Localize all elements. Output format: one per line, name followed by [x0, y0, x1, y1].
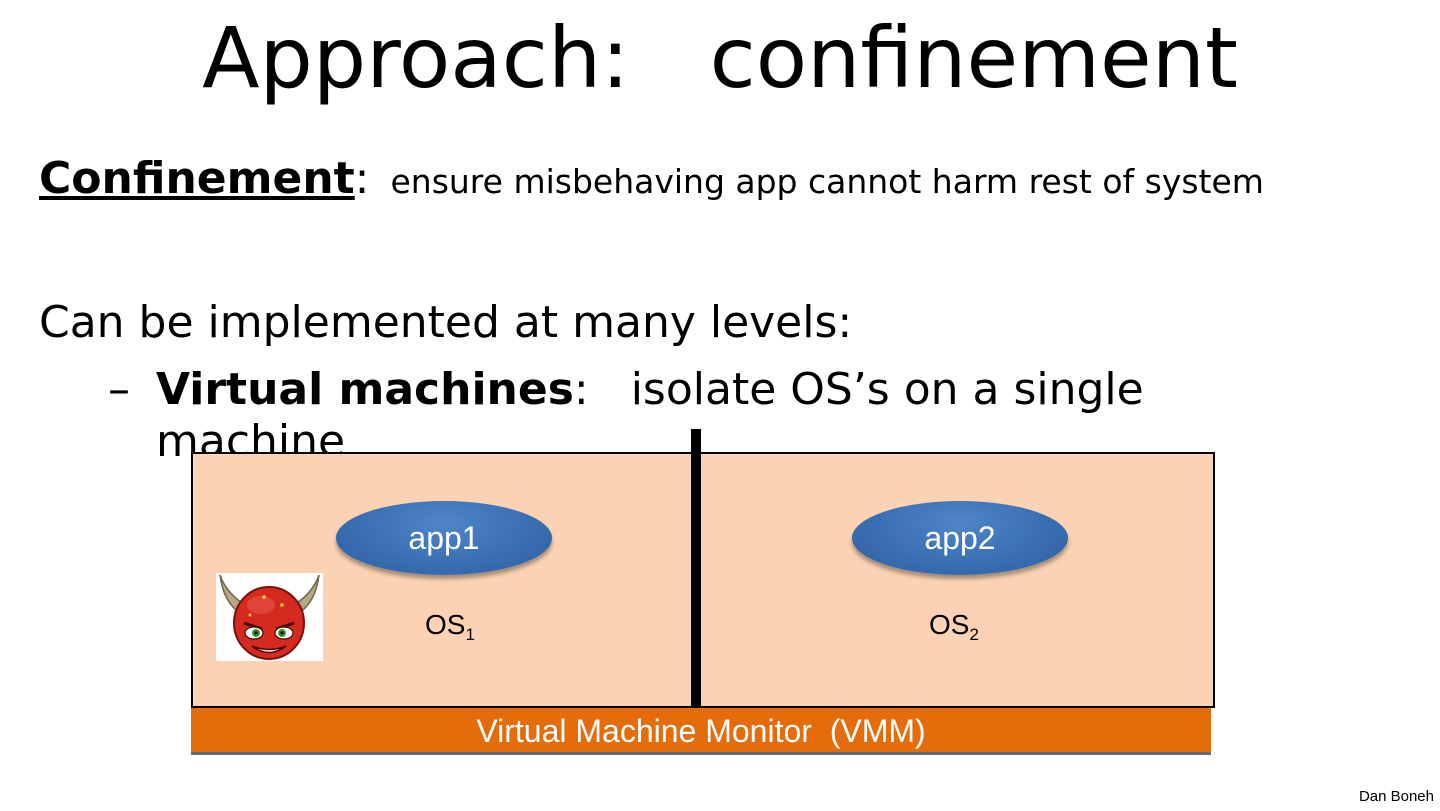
- devil-icon: [216, 573, 323, 661]
- definition-colon: :: [354, 153, 370, 204]
- confinement-definition: Confinement: ensure misbehaving app cann…: [39, 155, 1419, 205]
- os2-subscript: 2: [969, 625, 979, 644]
- bullet-dash: –: [108, 364, 130, 415]
- os1-subscript: 1: [465, 625, 475, 644]
- os2-name: OS: [929, 609, 970, 640]
- app2-ellipse: app2: [852, 501, 1068, 575]
- vm-isolation-divider: [691, 429, 701, 707]
- os1-label: OS1: [425, 608, 475, 652]
- os1-name: OS: [425, 609, 466, 640]
- app1-ellipse: app1: [336, 501, 552, 575]
- bullet-term: Virtual machines: [156, 364, 574, 415]
- slide-title: Approach: confinement: [202, 9, 1238, 107]
- levels-intro: Can be implemented at many levels:: [39, 297, 853, 348]
- os2-label: OS2: [929, 608, 979, 652]
- author-footer: Dan Boneh: [1358, 788, 1434, 805]
- definition-term: Confinement: [39, 153, 355, 204]
- vmm-bar: Virtual Machine Monitor (VMM): [191, 708, 1211, 755]
- vm-container: [191, 452, 1215, 708]
- definition-text: ensure misbehaving app cannot harm rest …: [369, 162, 1264, 201]
- bullet-content: Virtual machines: isolate OS’s on a sing…: [156, 364, 1336, 468]
